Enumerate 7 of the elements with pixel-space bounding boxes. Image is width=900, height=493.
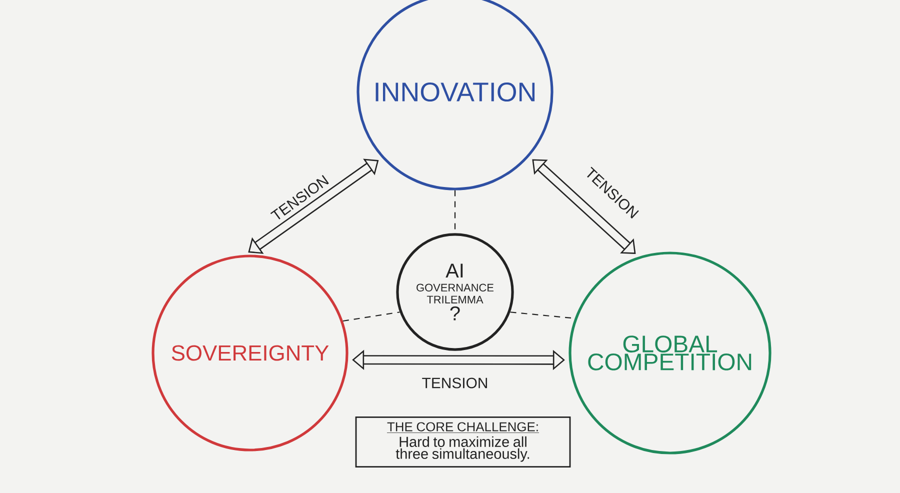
double-arrow: [532, 159, 636, 254]
double-arrow: [248, 158, 379, 254]
circle-node: GLOBAL COMPETITION: [568, 252, 772, 454]
challenge-box: THE CORE CHALLENGE: Hard to maximize all three simultaneously.: [355, 416, 571, 468]
edge-label: TENSION: [420, 376, 490, 390]
circle-node: SOVEREIGNTY: [152, 254, 348, 452]
dashed-line: [342, 312, 400, 322]
